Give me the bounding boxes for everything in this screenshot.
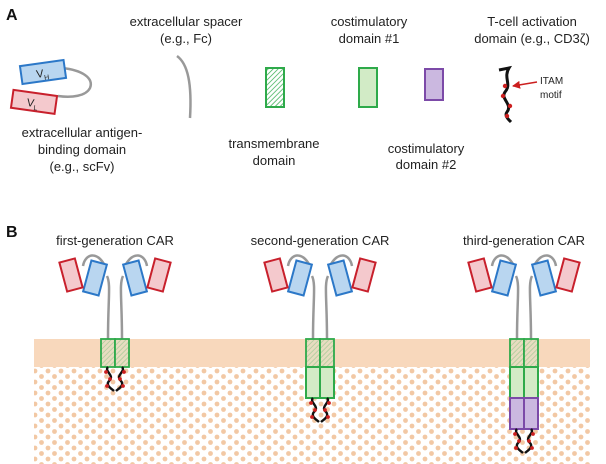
- vl-domain: [351, 257, 377, 293]
- itam-dot: [326, 415, 330, 419]
- antigen-label-line3: (e.g., scFv): [49, 159, 114, 174]
- transmembrane-legend-box: [265, 67, 285, 108]
- vl-domain-label: VL: [26, 97, 39, 112]
- spacer-label-line2: (e.g., Fc): [160, 31, 212, 46]
- itam-dot: [104, 370, 108, 374]
- itam-dot: [122, 370, 126, 374]
- itam-dot: [531, 432, 535, 436]
- itam-dot: [507, 103, 513, 109]
- costim1-domain: [523, 366, 539, 399]
- costim1-legend-box: [358, 67, 378, 108]
- transmembrane-domain: [509, 338, 525, 368]
- car-generation-title: third-generation CAR: [463, 233, 585, 248]
- itam-dot: [513, 432, 517, 436]
- transmembrane-label-line2: domain: [253, 153, 296, 168]
- costim2-domain: [523, 397, 539, 430]
- car-generation-title: first-generation CAR: [56, 233, 174, 248]
- spacer-hinge: [528, 275, 534, 340]
- itam-legend: [498, 65, 538, 124]
- spacer-hinge: [324, 275, 330, 340]
- itam-dot: [530, 446, 534, 450]
- car-construct: second-generation CAR: [251, 233, 390, 423]
- vh-domain: [326, 259, 354, 297]
- vl-domain: [58, 257, 84, 293]
- vl-domain: VL: [9, 88, 59, 115]
- panel-a-letter: A: [6, 7, 18, 24]
- spacer-hinge: [119, 275, 125, 340]
- vl-domain: [555, 257, 581, 293]
- car-construct: third-generation CAR: [463, 233, 585, 454]
- itam-dot: [108, 377, 112, 381]
- itam-dot: [504, 113, 510, 119]
- vh-domain: [490, 259, 518, 297]
- itam-dot: [514, 446, 518, 450]
- itam-label-line2: motif: [540, 90, 562, 101]
- activation-label-line2: domain (e.g., CD3ζ): [474, 31, 590, 46]
- activation-label-line1: T-cell activation: [487, 14, 577, 29]
- vl-domain: [467, 257, 493, 293]
- costim1-label-line2: domain #1: [339, 31, 400, 46]
- vh-domain: [530, 259, 558, 297]
- itam-label-line1: ITAM: [540, 76, 563, 87]
- itam-dot: [500, 93, 506, 99]
- vh-domain-box: [18, 58, 68, 86]
- itam-dot: [313, 408, 317, 412]
- itam-dot: [310, 415, 314, 419]
- car-generation-title: second-generation CAR: [251, 233, 390, 248]
- transmembrane-domain: [305, 338, 321, 368]
- activation-domain-chain: [498, 65, 513, 124]
- scfv-legend: VH VL: [9, 58, 92, 115]
- panel-b-letter: B: [6, 224, 18, 241]
- spacer-hinge: [514, 275, 520, 340]
- vh-domain-label: VH: [36, 67, 50, 83]
- itam-dot: [527, 439, 531, 443]
- car-construct: first-generation CAR: [56, 233, 174, 392]
- vh-domain: [286, 259, 314, 297]
- antigen-label-line2: binding domain: [38, 142, 126, 157]
- transmembrane-domain: [319, 338, 335, 368]
- spacer-legend-line: [176, 54, 192, 119]
- itam-dot: [309, 401, 313, 405]
- costim1-domain: [319, 366, 335, 399]
- itam-dot: [105, 384, 109, 388]
- scfv-linker: [57, 66, 92, 98]
- transmembrane-label-line1: transmembrane: [228, 136, 319, 151]
- costim1-label-line1: costimulatory: [331, 14, 408, 29]
- itam-dot: [121, 384, 125, 388]
- spacer-hinge: [105, 275, 111, 340]
- antigen-label-line1: extracellular antigen-: [22, 125, 143, 140]
- transmembrane-domain: [523, 338, 539, 368]
- transmembrane-domain: [114, 338, 130, 368]
- spacer-label-line1: extracellular spacer: [130, 14, 243, 29]
- itam-arrow: [512, 80, 538, 89]
- costim1-domain: [509, 366, 525, 399]
- itam-dot: [517, 439, 521, 443]
- vl-domain-box: [9, 88, 59, 115]
- costim2-label-line2: domain #2: [396, 157, 457, 172]
- vh-domain: [81, 259, 109, 297]
- itam-dot: [502, 83, 508, 89]
- itam-dot: [323, 408, 327, 412]
- itam-dot: [118, 377, 122, 381]
- costim2-label-line1: costimulatory: [388, 141, 465, 156]
- costim2-legend-box: [424, 68, 444, 101]
- vl-domain: [146, 257, 172, 293]
- vl-domain: [263, 257, 289, 293]
- costim2-domain: [509, 397, 525, 430]
- spacer-hinge: [310, 275, 316, 340]
- transmembrane-domain: [100, 338, 116, 368]
- vh-domain: VH: [18, 58, 68, 86]
- costim1-domain: [305, 366, 321, 399]
- itam-dot: [327, 401, 331, 405]
- vh-domain: [121, 259, 149, 297]
- car-constructs: first-generation CAR second-generation CA…: [56, 233, 585, 454]
